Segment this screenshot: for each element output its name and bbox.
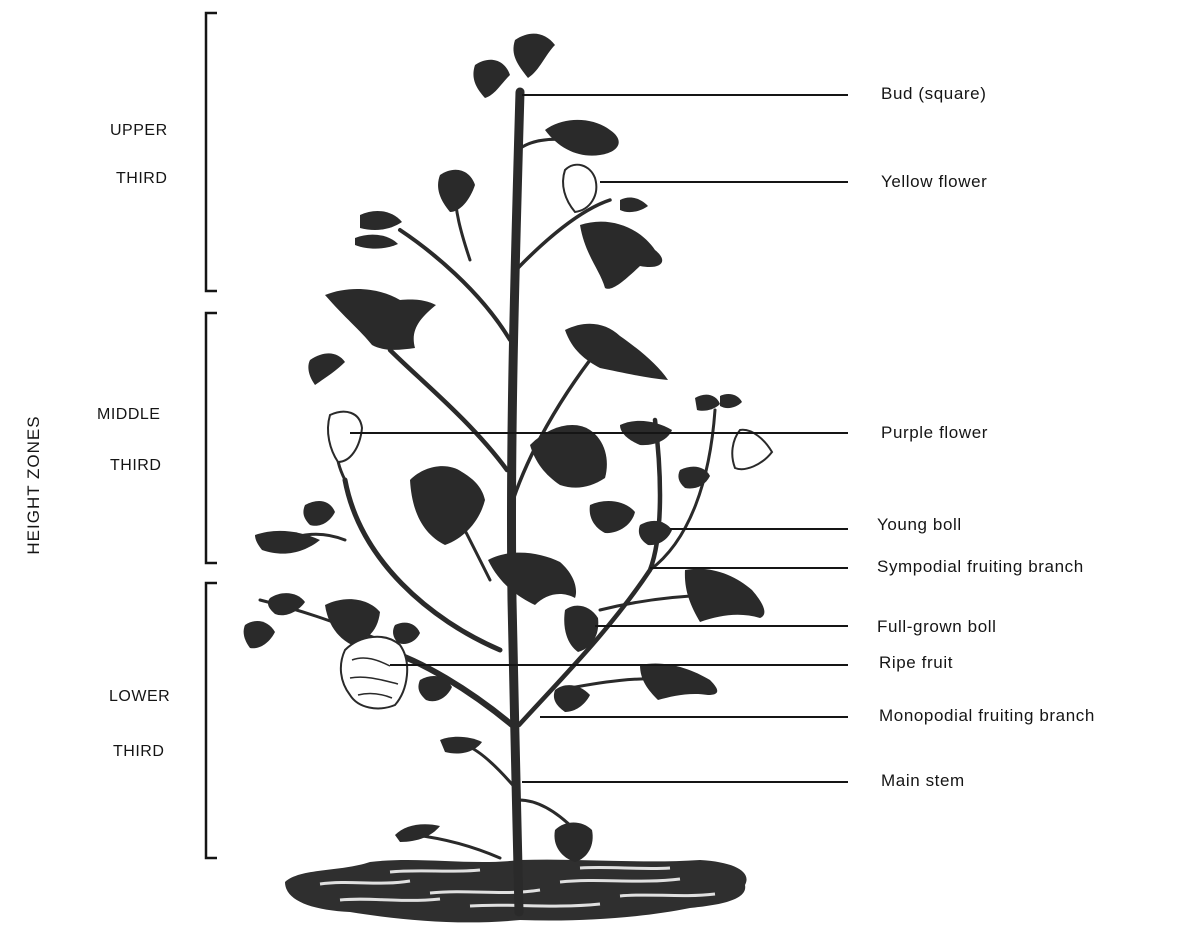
leaf: [695, 395, 720, 411]
purple-flower-label: Purple flower: [881, 423, 988, 443]
leaf: [360, 211, 402, 230]
leaf: [303, 501, 335, 526]
ripe-fruit: [341, 637, 407, 709]
leaf: [308, 353, 345, 385]
height-zones-axis-label: HEIGHT ZONES: [24, 415, 44, 554]
leaves: [244, 34, 765, 862]
purple-flower: [328, 412, 362, 462]
leaf: [639, 521, 672, 545]
leaf: [720, 394, 742, 408]
upper-third-label-line1: UPPER: [110, 122, 168, 140]
ripe-fruit-label: Ripe fruit: [879, 653, 953, 673]
leaf: [554, 685, 590, 712]
lower-third-label-line2: THIRD: [113, 743, 164, 761]
leaf: [513, 34, 555, 78]
leaf: [640, 663, 717, 700]
leaf: [473, 60, 510, 98]
main-stem-label: Main stem: [881, 771, 965, 791]
leaf: [395, 824, 440, 842]
leaf: [325, 289, 436, 350]
leaf: [545, 120, 619, 156]
sympodial-fruiting-branch-label: Sympodial fruiting branch: [877, 557, 1084, 577]
leaf: [410, 466, 485, 545]
yellow-flower-label: Yellow flower: [881, 172, 987, 192]
bud-square-label: Bud (square): [881, 84, 986, 104]
leaf: [244, 621, 275, 648]
upper-third-bracket: [206, 13, 217, 291]
middle-third-label-line1: MIDDLE: [97, 406, 160, 424]
yellow-flower: [563, 165, 596, 212]
leaf: [393, 623, 420, 644]
upper-third-label-line2: THIRD: [116, 170, 167, 188]
zone-brackets: [206, 13, 217, 858]
leaf: [488, 553, 576, 605]
lower-third-label-line1: LOWER: [109, 688, 170, 706]
leaf: [580, 222, 662, 289]
leaf: [355, 235, 398, 249]
leaf: [620, 198, 648, 213]
bud-square: [732, 430, 772, 469]
leaf: [438, 170, 475, 212]
leaf: [554, 823, 592, 863]
stems: [260, 92, 715, 912]
full-grown-boll-label: Full-grown boll: [877, 617, 997, 637]
middle-third-label-line2: THIRD: [110, 457, 161, 475]
leaf: [685, 569, 765, 622]
monopodial-fruiting-branch-label: Monopodial fruiting branch: [879, 706, 1095, 726]
young-boll-label: Young boll: [877, 515, 962, 535]
leaf: [590, 501, 635, 533]
lower-third-bracket: [206, 583, 217, 858]
middle-third-bracket: [206, 313, 217, 563]
